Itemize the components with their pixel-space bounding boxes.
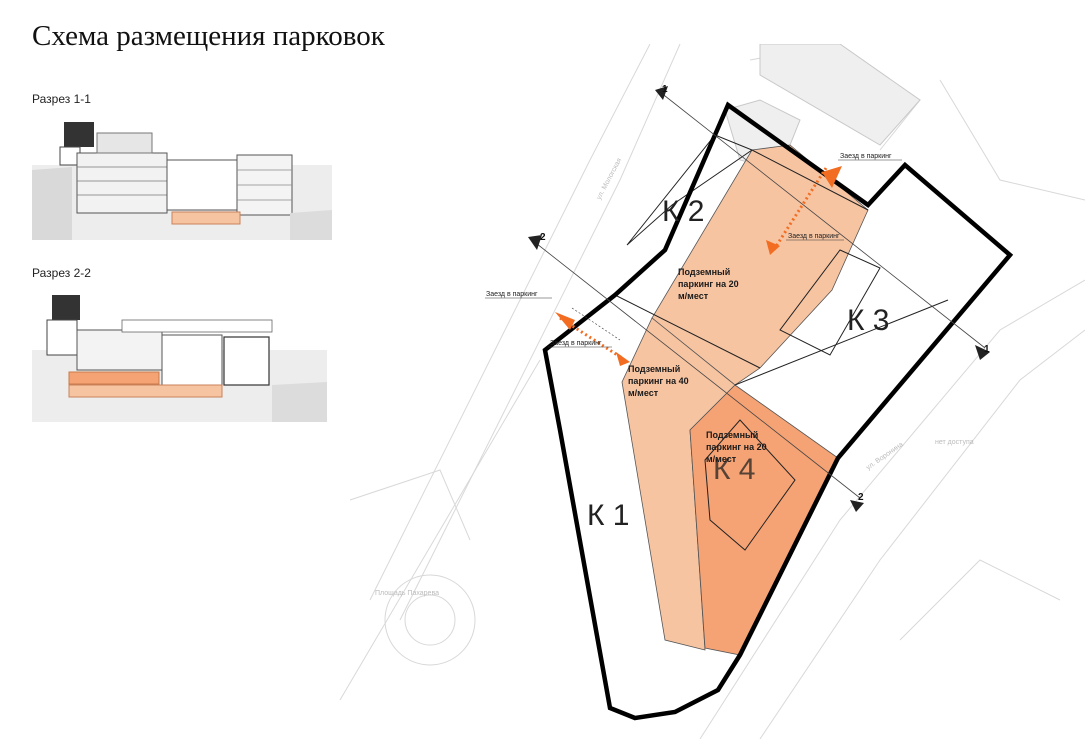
- old-facade: [223, 336, 270, 386]
- entrance-arrow-north-end: [766, 240, 780, 255]
- section-2-label: Разрез 2-2: [32, 266, 91, 280]
- cut-marker-2a: [528, 235, 542, 250]
- building-mid: [166, 159, 238, 211]
- section-2-parking-upper: [68, 371, 160, 385]
- site-plan: ул. Мологская ул. Воронина Площадь Пахар…: [339, 44, 1085, 739]
- tower: [64, 122, 94, 147]
- parking-label-k4-2: паркинг на 20: [706, 442, 767, 452]
- neighbor-building: [759, 44, 921, 146]
- entrance-route-west: [559, 316, 623, 360]
- building-main: [76, 152, 168, 214]
- parking-label-west-1: Подземный: [628, 364, 680, 374]
- parking-zone-k4: [689, 384, 839, 656]
- section-1-label: Разрез 1-1: [32, 92, 91, 106]
- parking-label-north-3: м/мест: [678, 291, 709, 301]
- parking-label-north-1: Подземный: [678, 267, 730, 277]
- entrance-label-3: Заезд в паркинг: [486, 291, 538, 298]
- square-label: Площадь Пахарева: [375, 590, 439, 597]
- section-1-parking: [171, 211, 241, 225]
- parking-label-north-2: паркинг на 20: [678, 279, 739, 289]
- cut-marker-2b: [850, 500, 864, 512]
- entrance-arrow-west-end: [616, 352, 630, 366]
- cut-marker-1b: [975, 345, 990, 360]
- block-label-k2: К 2: [662, 195, 705, 228]
- section-2-drawing: [32, 295, 327, 422]
- entrance-label-1: Заезд в паркинг: [840, 153, 892, 160]
- cut-line-2: [531, 239, 861, 499]
- cut-marker-1a: [655, 86, 668, 100]
- entrance-arrow-north-in: [822, 166, 842, 188]
- parking-label-west-3: м/мест: [628, 388, 659, 398]
- entrance-route-north: [773, 167, 828, 249]
- parking-label-k4-3: м/мест: [706, 454, 737, 464]
- roof-volume: [96, 132, 153, 154]
- cut-label-1b: 1: [984, 344, 990, 355]
- cut-label-2a: 2: [540, 232, 546, 243]
- map-note: нет доступа: [935, 439, 974, 446]
- cut-line-1: [659, 91, 986, 349]
- entrance-arrow-west-in: [555, 312, 575, 330]
- block-k3-inner: [779, 249, 881, 356]
- block-k4-inner: [704, 419, 796, 551]
- cut-label-2b: 2: [858, 492, 864, 503]
- site-boundary: [542, 101, 1014, 721]
- parking-label-k4-1: Подземный: [706, 430, 758, 440]
- page-title: Схема размещения парковок: [32, 20, 385, 52]
- tower: [52, 295, 80, 320]
- entrance-label-2: Заезд в паркинг: [788, 233, 840, 240]
- hill-left: [32, 167, 72, 240]
- cut-label-1a: 1: [662, 84, 668, 95]
- building-main: [76, 329, 163, 371]
- section-2-parking-lower: [68, 384, 223, 398]
- entrance-label-4: Заезд в паркинг: [550, 340, 602, 347]
- parking-label-west-2: паркинг на 40: [628, 376, 689, 386]
- section-1-drawing: [32, 122, 332, 240]
- block-label-k3: К 3: [847, 304, 890, 337]
- block-label-k4: К 4: [713, 453, 756, 486]
- street-label-1: ул. Мологская: [596, 157, 624, 201]
- block-label-k1: К 1: [587, 499, 630, 532]
